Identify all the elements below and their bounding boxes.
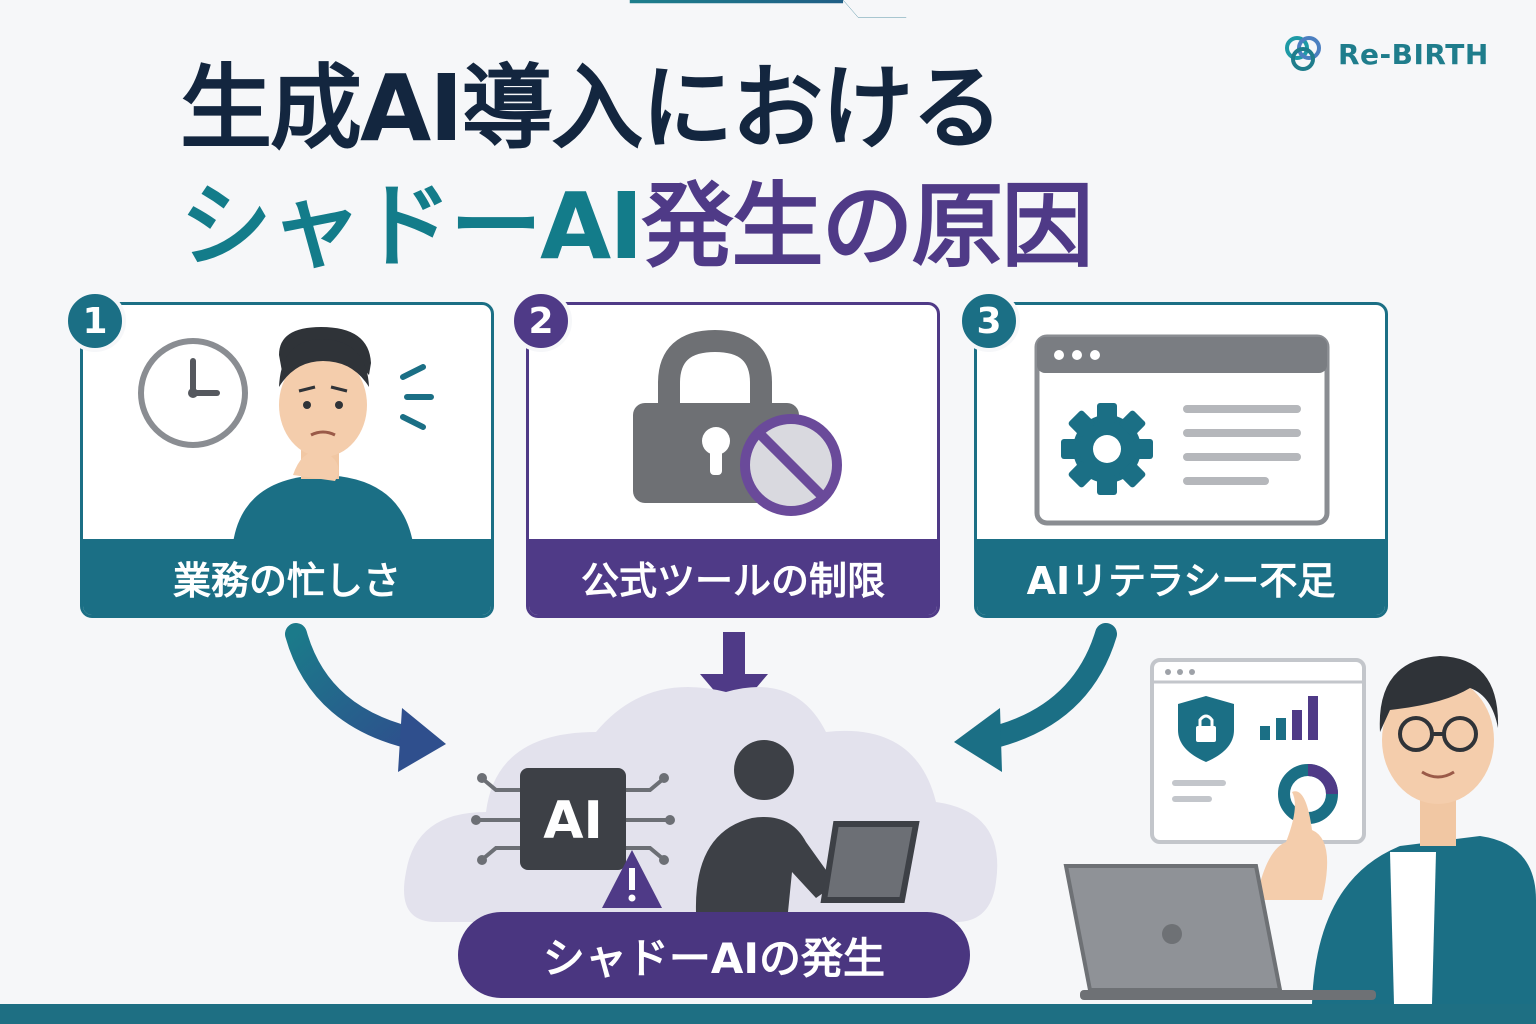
cause-label-2: 公式ツールの制限 xyxy=(529,539,937,615)
cause-number-2: 2 xyxy=(510,290,572,352)
title-cause: 発生の原因 xyxy=(641,173,1093,280)
arrow-from-cause-2 xyxy=(723,632,745,676)
warning-icon xyxy=(602,850,662,908)
page-title-line1: 生成AI導入における xyxy=(180,55,1003,162)
arrow-from-cause-3 xyxy=(971,623,1117,751)
cause-card-2: 公式ツールの制限 xyxy=(526,302,940,618)
rebirth-logo-icon xyxy=(1285,36,1321,71)
ai-chip-icon: AI xyxy=(471,768,675,870)
arrow-from-cause-1 xyxy=(285,623,431,751)
cause-label-3: AIリテラシー不足 xyxy=(977,539,1385,615)
shadow-ai-cloud: AI xyxy=(404,687,998,922)
brand-logo: Re-BIRTH xyxy=(1280,32,1489,76)
cause-number-3: 3 xyxy=(958,290,1020,352)
shadow-ai-result-label: シャドーAIの発生 xyxy=(458,912,970,998)
cause-card-1: 業務の忙しさ xyxy=(80,302,494,618)
ai-chip-text: AI xyxy=(543,791,603,851)
page-title-line2: シャドーAI発生の原因 xyxy=(180,172,1093,282)
cause-number-1: 1 xyxy=(64,290,126,352)
top-accent-bar xyxy=(629,0,907,18)
cause-label-1: 業務の忙しさ xyxy=(83,539,491,615)
cause-card-3: AIリテラシー不足 xyxy=(974,302,1388,618)
lock-prohibited-icon xyxy=(633,329,842,516)
bottom-accent-bar xyxy=(0,1004,1536,1024)
dashboard-window-icon xyxy=(1150,658,1366,844)
busy-person-clock-icon xyxy=(138,327,434,543)
title-shadow-ai: シャドーAI xyxy=(180,173,643,280)
arrow-head-1 xyxy=(398,708,446,772)
settings-window-icon xyxy=(1034,334,1330,526)
arrow-head-3 xyxy=(954,708,1002,772)
brand-name: Re-BIRTH xyxy=(1338,37,1489,71)
shadow-user-icon xyxy=(695,740,920,912)
presenter-illustration xyxy=(1063,656,1536,1004)
laptop-icon xyxy=(1063,864,1376,1000)
